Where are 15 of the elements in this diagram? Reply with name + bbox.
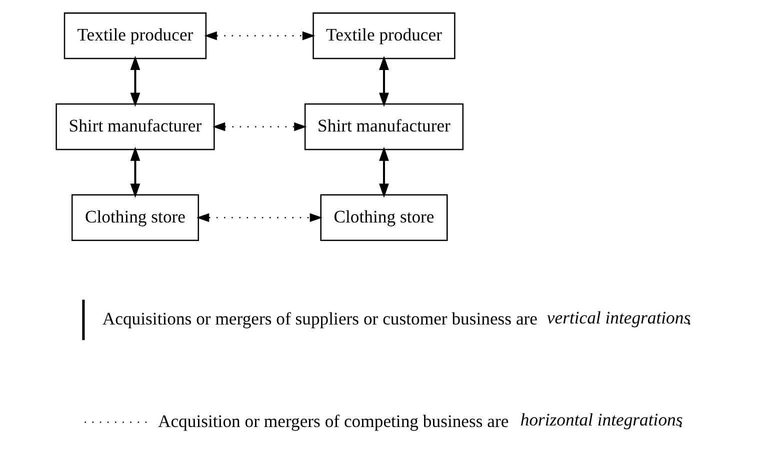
arrow: [130, 56, 140, 107]
arrow: [204, 31, 316, 40]
arrow: [212, 122, 307, 132]
arrow: [379, 146, 389, 198]
node-box: Clothing store: [71, 194, 199, 241]
arrow: [130, 146, 140, 198]
node-box: Shirt manufacturer: [304, 103, 464, 150]
legend-label: Acquisitions or mergers of suppliers or customer business are vertical integrations.: [102, 307, 692, 329]
legend-label: Acquisition or mergers of competing business are horizontal integrations.: [158, 410, 683, 431]
arrow: [196, 213, 322, 222]
node-box: Shirt manufacturer: [56, 103, 215, 150]
arrow: [379, 56, 389, 107]
node-box: Textile producer: [64, 12, 207, 60]
node-box: Clothing store: [320, 194, 448, 241]
node-box: Textile producer: [312, 12, 456, 60]
